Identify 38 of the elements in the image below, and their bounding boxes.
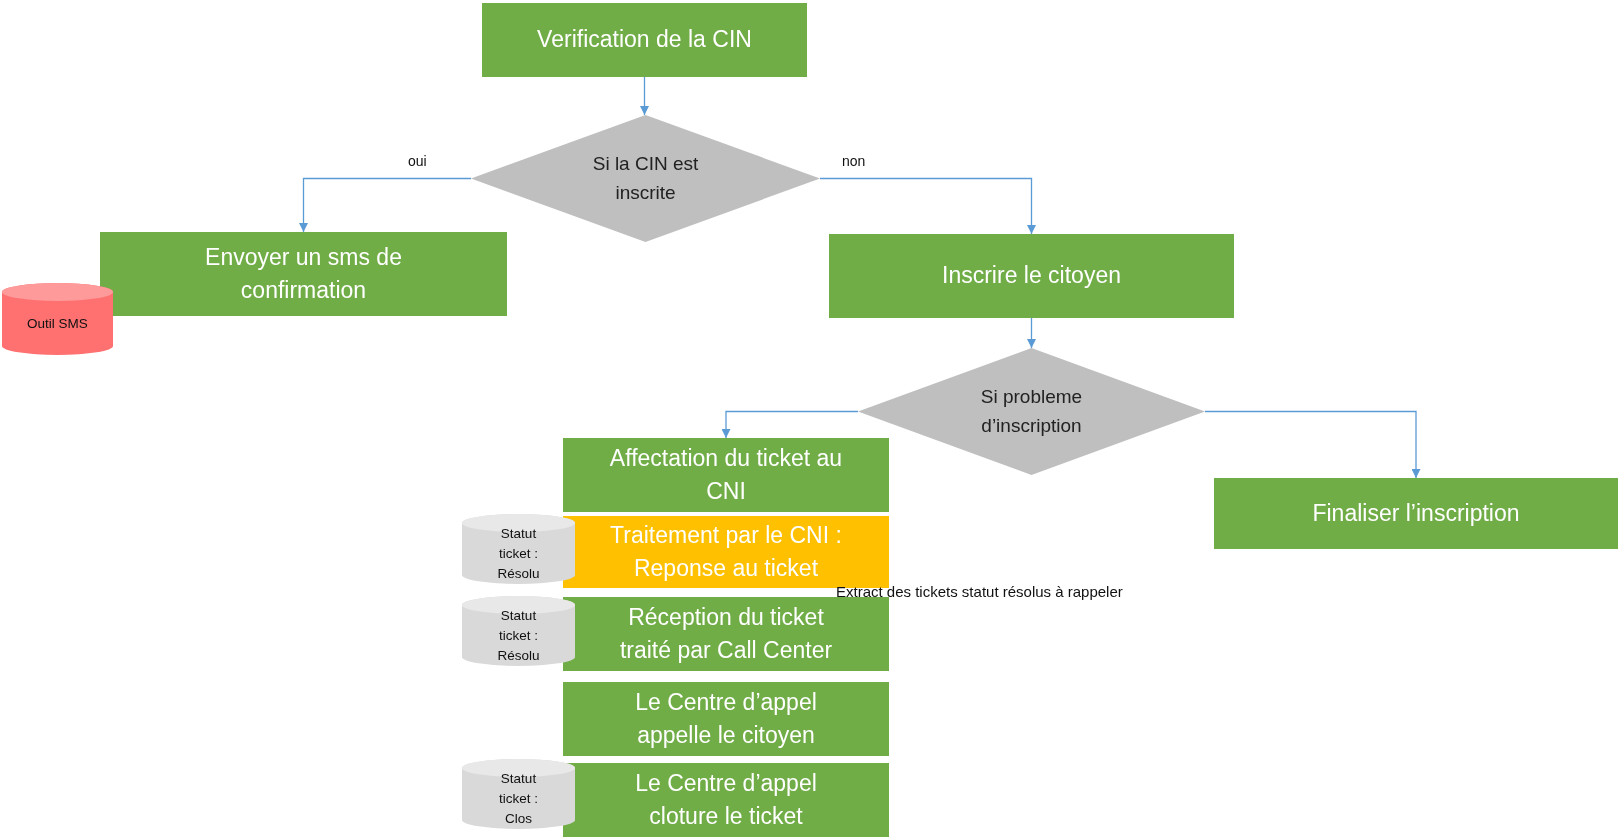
process-box — [563, 438, 889, 512]
process-box — [482, 3, 807, 77]
status-text: Statut ticket : Résolu — [496, 524, 541, 584]
decision-diamond — [858, 348, 1205, 475]
process-box — [100, 232, 507, 316]
database-cylinder — [2, 283, 113, 355]
process-box — [829, 234, 1234, 318]
decision-text: Si la CIN est inscrite — [591, 152, 700, 205]
process-box — [1214, 478, 1618, 549]
status-text: Statut ticket : Résolu — [496, 606, 541, 666]
process-box — [563, 763, 889, 837]
note-text: Extract des tickets statut résolus à rappeler — [836, 583, 1123, 600]
step-text: Finaliser l’inscription — [1311, 498, 1521, 528]
status-text: Outil SMS — [26, 314, 89, 333]
step-text: Réception du ticket traité par Call Center — [618, 602, 834, 665]
process-box — [563, 682, 889, 756]
arrow — [1027, 317, 1036, 349]
edge-label: oui — [406, 152, 429, 169]
step-text: Inscrire le citoyen — [941, 261, 1122, 291]
arrow — [819, 177, 1036, 235]
step-text: Le Centre d’appel appelle le citoyen — [634, 687, 818, 750]
status-text: Statut ticket : Clos — [498, 769, 539, 829]
database-cylinder — [462, 596, 575, 666]
step-text: Traitement par le CNI : Reponse au ticket — [609, 520, 843, 583]
process-box — [563, 597, 889, 671]
decision-text: Si probleme d’inscription — [979, 385, 1084, 438]
step-text: Envoyer un sms de confirmation — [204, 242, 403, 305]
process-box — [563, 516, 889, 588]
decision-diamond — [471, 115, 820, 242]
database-cylinder — [462, 514, 575, 584]
arrow — [299, 177, 472, 233]
step-text: Le Centre d’appel cloture le ticket — [634, 768, 818, 831]
database-cylinder — [462, 759, 575, 829]
step-text: Verification de la CIN — [536, 25, 753, 55]
arrow — [721, 410, 859, 439]
step-text: Affectation du ticket au CNI — [608, 443, 844, 506]
arrow — [640, 76, 649, 116]
arrow — [1204, 410, 1421, 479]
